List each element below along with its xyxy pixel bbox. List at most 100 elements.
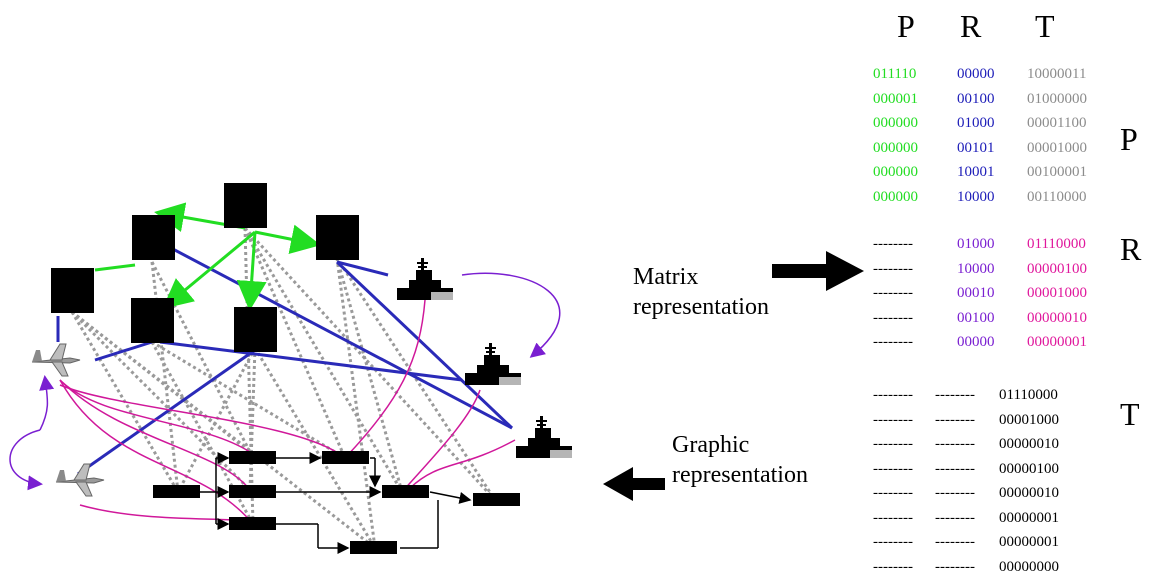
fighter-jet-icon [31,343,81,377]
matrix-cell: 00010 [957,285,995,301]
matrix-cell: 00000000 [999,558,1059,575]
matrix-R-row: -------- 00010 00001000 [873,286,1137,301]
matrix-P-row: 000001 00100 01000000 [873,90,1137,107]
task-block [350,541,397,554]
matrix-cell: 000000 [873,164,918,180]
matrix-cell: 00000 [957,66,995,82]
matrix-R-row: -------- 00000 00000001 [873,335,1137,350]
matrix-row-label-t: T [1120,396,1140,432]
matrix-cell: 011110 [873,66,917,82]
battleship-icon [465,343,521,385]
task-block [229,451,276,464]
task-block [229,517,276,530]
matrix-T-row: ----------------00000010 [873,437,1109,452]
task-block [229,485,276,498]
matrix-cell: 00000001 [999,509,1059,526]
node-square [51,268,94,313]
matrix-representation-label: Matrix representation [633,262,769,322]
matrix-P-row: 000000 00101 00001000 [873,139,1137,156]
task-block [473,493,520,506]
matrix-cell: 00001000 [999,411,1059,428]
matrix-cell: 10000011 [1027,66,1087,82]
matrix-R-row: -------- 01000 01110000 [873,237,1137,252]
matrix-cell: 00000 [957,334,995,350]
matrix-cell: -------- [873,509,913,526]
matrix-T-row: -------- -------- 00000001 [873,509,1109,526]
node-square [132,215,175,260]
matrix-cell: 00000010 [999,436,1059,452]
matrix-cell: 01110000 [1027,236,1086,252]
matrix-cell: 00101 [957,139,995,156]
matrix-T-row: -------- -------- 00000001 [873,535,1109,550]
matrix-cell: -------- [935,485,975,501]
matrix-cell: 000001 [873,90,918,107]
matrix-cell: 01110000 [999,387,1058,403]
matrix-cell: -------- [873,411,913,428]
matrix-cell: 000000 [873,115,918,131]
matrix-cell: 00001000 [1027,139,1087,156]
matrix-cell: -------- [935,534,975,550]
right-arrow-icon [772,251,864,291]
matrix-label-line2: representation [633,294,769,320]
matrix-cell: 00001100 [1027,115,1087,131]
matrix-cell: -------- [873,558,913,575]
matrix-row-label-p: P [1120,121,1138,157]
matrix-T-row: -------- -------- 01110000 [873,388,1109,403]
matrix-cell: 00000100 [1027,260,1087,277]
matrix-cell: -------- [873,260,913,277]
matrix-R-row: -------- 10000 00000100 [873,260,1137,277]
matrix-cell: 00000010 [1027,309,1087,326]
matrix-cell: 00110000 [1027,188,1087,205]
node-square [131,298,174,343]
matrix-T-row: -------- -------- 00000010 [873,486,1109,501]
matrix-cell: -------- [873,309,913,326]
battleship-icon [397,258,453,300]
matrix-cell: -------- [873,334,913,350]
matrix-cell: -------- [935,436,975,452]
matrix-cell: -------- [873,387,913,403]
matrix-cell: 00100 [957,90,995,107]
left-arrow-icon [603,467,665,501]
graphic-label-line1: Graphic [672,432,750,458]
matrix-label-line1: Matrix [633,264,699,290]
matrix-cell: -------- [935,558,975,575]
graphic-representation-label: Graphic representation [672,430,808,490]
matrix-cell: -------- [873,236,913,252]
task-block [382,485,429,498]
node-square [224,183,267,228]
graphic-representation-diagram [9,183,572,554]
graphic-label-line2: representation [672,462,808,488]
matrix-cell: 00000001 [999,534,1059,550]
fighter-jet-icon [55,463,105,497]
matrix-cell: 10000 [957,260,995,277]
matrix-cell: -------- [935,509,975,526]
matrix-cell: 00001000 [1027,285,1087,301]
task-block [153,485,200,498]
matrix-cell: 00000010 [999,485,1059,501]
matrix-cell: 01000000 [1027,90,1087,107]
matrix-cell: 00000001 [1027,334,1087,350]
matrix-cell: 10000 [957,188,995,205]
node-square [234,307,277,352]
matrix-P-row: 011110 00000 10000011 [873,67,1137,82]
battleship-icon [516,416,572,458]
matrix-cell: -------- [873,485,913,501]
matrix-cell: -------- [935,411,975,428]
matrix-row-label-r: R [1120,231,1142,267]
matrix-cell: 10001 [957,164,995,180]
matrix-cell: 01000 [957,236,995,252]
matrix-cell: -------- [935,460,975,477]
matrix-cell: -------- [873,285,913,301]
matrix-P-row: 000000 01000 00001100 [873,116,1137,131]
matrix-cell: -------- [873,534,913,550]
matrix-header-r: R [960,8,982,44]
matrix-cell: -------- [873,460,913,477]
matrix-cell: 000000 [873,139,918,156]
task-block [322,451,369,464]
matrix-cell: 01000 [957,115,995,131]
node-square [316,215,359,260]
matrix-cell: 00000100 [999,460,1059,477]
matrix-cell: -------- [935,387,975,403]
